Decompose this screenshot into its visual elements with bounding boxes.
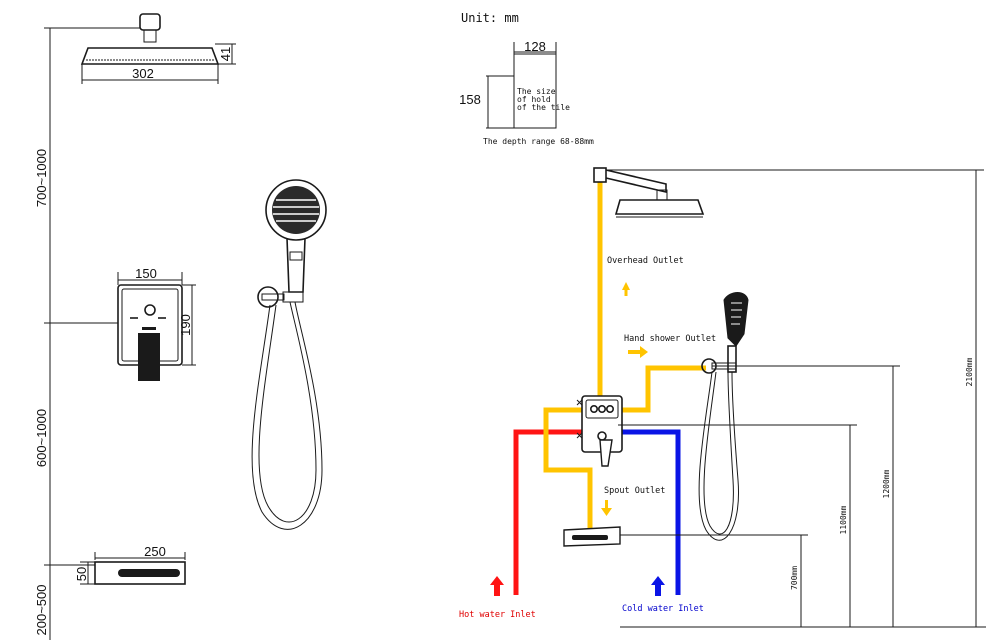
overhead-outlet-label: Overhead Outlet xyxy=(607,256,684,266)
height-1200-label: 1200mm xyxy=(882,469,891,498)
cold-water-pipe xyxy=(616,429,681,595)
hand-shower-elevation xyxy=(251,179,327,530)
flow-arrows xyxy=(490,282,665,596)
hot-flow-arrow xyxy=(490,576,504,596)
height-700-label: 700mm xyxy=(790,566,799,590)
hand-flow-arrow xyxy=(628,346,648,358)
head-height-label: 41 xyxy=(218,47,233,61)
height-dimensions: 2100mm 1200mm 1100mm 700mm xyxy=(606,169,986,628)
tile-note-1: The size xyxy=(517,87,556,96)
valve-width-label: 150 xyxy=(135,266,157,281)
left-dimension-panel: 700~1000 600~1000 200~500 302 41 150 xyxy=(34,13,327,640)
valve-handle xyxy=(138,333,160,381)
tile-width-label: 128 xyxy=(524,39,546,54)
height-2100-label: 2100mm xyxy=(965,357,974,386)
spout-flow-arrow xyxy=(601,500,612,516)
range-top-label: 700~1000 xyxy=(34,149,49,207)
pipe-network xyxy=(513,182,706,595)
unit-label: Unit: mm xyxy=(461,11,519,25)
spout-height-label: 50 xyxy=(74,567,89,581)
tile-height-label: 158 xyxy=(459,92,481,107)
range-bottom-label: 200~500 xyxy=(34,585,49,636)
shower-arm xyxy=(605,169,667,194)
overhead-flow-arrow xyxy=(622,282,630,296)
hand-shower-head xyxy=(723,292,749,347)
range-mid-label: 600~1000 xyxy=(34,409,49,467)
tile-depth-note: The depth range 68-88mm xyxy=(483,137,594,146)
hand-shower-pipe xyxy=(616,365,706,413)
spout-outlet-label: Spout Outlet xyxy=(604,486,665,496)
overhead-shower-head xyxy=(614,199,705,215)
shower-head-elevation: 302 41 xyxy=(80,13,236,84)
cold-inlet-label: Cold water Inlet xyxy=(622,604,704,614)
hot-inlet-label: Hot water Inlet xyxy=(459,610,536,620)
head-width-label: 302 xyxy=(132,66,154,81)
height-1100-label: 1100mm xyxy=(839,505,848,534)
tile-note-2: of hold xyxy=(517,95,551,104)
tile-note-3: of the tile xyxy=(517,103,570,112)
spout-elevation: 250 50 xyxy=(74,544,186,585)
hand-shower-outlet-label: Hand shower Outlet xyxy=(624,334,716,344)
installation-assembly xyxy=(563,167,749,547)
valve-height-label: 190 xyxy=(178,314,193,336)
cold-flow-arrow xyxy=(651,576,665,596)
hot-water-pipe xyxy=(513,429,584,595)
spout-width-label: 250 xyxy=(144,544,166,559)
spout-pipe xyxy=(543,407,593,528)
valve-plate-elevation: 150 190 xyxy=(117,266,196,381)
tile-hole-detail: Unit: mm 128 158 The size of hold of the… xyxy=(459,11,594,146)
